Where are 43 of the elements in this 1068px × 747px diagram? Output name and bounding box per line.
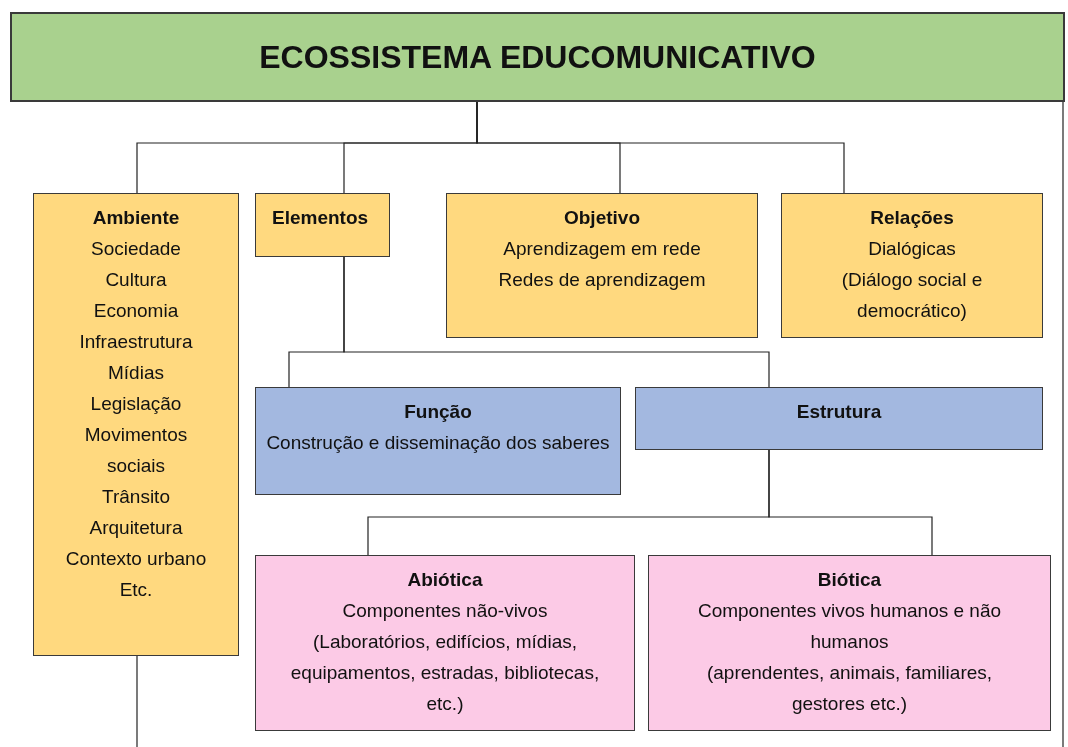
- category-box: [648, 555, 1051, 731]
- box-heading: Elementos: [272, 206, 369, 230]
- box-heading: Estrutura: [796, 400, 882, 424]
- category-box: [255, 387, 621, 495]
- box-text: Etc.: [119, 578, 153, 602]
- box-heading: Biótica: [817, 568, 882, 592]
- connector-line: [768, 449, 933, 556]
- box-text: (Diálogo social e democrático): [840, 268, 984, 323]
- box-text: Construção e disseminação dos saberes: [266, 431, 610, 455]
- connector-line: [343, 256, 770, 388]
- box-heading: Função: [404, 400, 472, 424]
- connector-line: [476, 101, 845, 194]
- box-heading: Objetivo: [564, 206, 640, 230]
- category-box: [635, 387, 1043, 450]
- category-box: [255, 193, 390, 257]
- box-text: Mídias: [108, 361, 164, 385]
- title-text: ECOSSISTEMA EDUCOMUNICATIVO: [259, 38, 816, 77]
- box-text: Movimentos sociais: [83, 423, 189, 478]
- box-text: Componentes não-vivos: [342, 599, 548, 623]
- box-text: Redes de aprendizagem: [498, 268, 706, 292]
- box-text: Componentes vivos humanos e não humanos: [696, 599, 1003, 654]
- connector-line: [136, 655, 138, 747]
- box-text: Legislação: [90, 392, 182, 416]
- box-text: Economia: [93, 299, 179, 323]
- category-box: [781, 193, 1043, 338]
- box-text: Aprendizagem em rede: [503, 237, 701, 261]
- box-heading: Abiótica: [407, 568, 483, 592]
- box-text: Dialógicas: [868, 237, 956, 261]
- box-text: Trânsito: [102, 485, 170, 509]
- category-box: [255, 555, 635, 731]
- box-text: Infraestrutura: [79, 330, 193, 354]
- box-text: Contexto urbano: [65, 547, 207, 571]
- box-text: (aprendentes, animais, familiares, gestores etc.): [705, 661, 994, 716]
- box-text: Arquitetura: [89, 516, 183, 540]
- box-heading: Ambiente: [92, 206, 180, 230]
- box-heading: Relações: [870, 206, 954, 230]
- category-box: [33, 193, 239, 656]
- title-banner: [10, 12, 1065, 102]
- box-text: Cultura: [105, 268, 167, 292]
- category-box: [446, 193, 758, 338]
- connector-line: [1062, 101, 1064, 747]
- box-text: Sociedade: [91, 237, 181, 261]
- box-text: (Laboratórios, edifícios, mídias, equipamentos, estradas, bibliotecas, etc.): [289, 630, 601, 716]
